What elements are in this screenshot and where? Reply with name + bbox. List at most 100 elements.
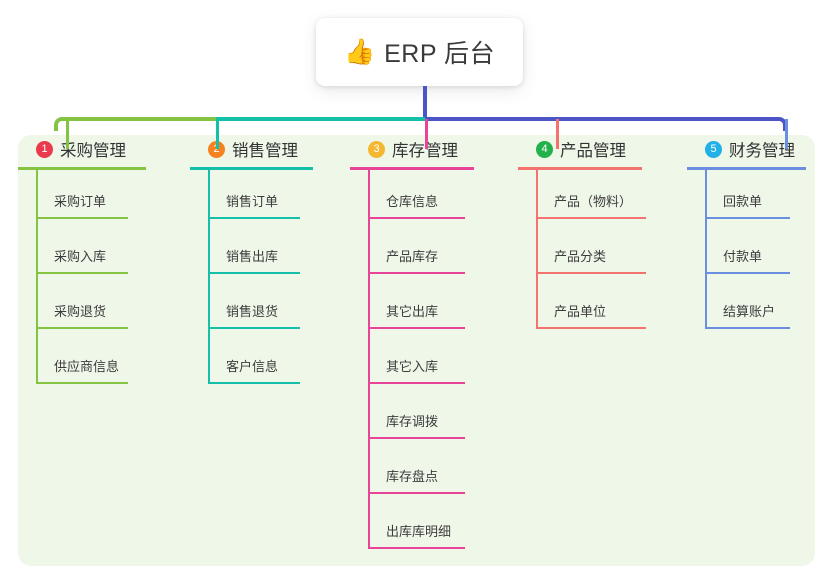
leaf-item[interactable]: 销售订单	[208, 170, 340, 225]
leaf-item-label: 结算账户	[723, 304, 776, 319]
leaf-item-label: 库存调拨	[386, 414, 439, 429]
leaf-item[interactable]: 其它入库	[368, 335, 510, 390]
leaf-item-label: 其它入库	[386, 359, 439, 374]
branch-underline-2	[190, 167, 313, 170]
root-node[interactable]: 👍 ERP 后台	[316, 18, 523, 86]
leaf-item[interactable]: 付款单	[705, 225, 837, 280]
leaf-item-label: 产品单位	[554, 304, 607, 319]
leaf-item-underline	[368, 492, 465, 494]
branch-spine-1	[36, 170, 38, 384]
leaf-item[interactable]: 仓库信息	[368, 170, 510, 225]
branch-title-1: 采购管理	[60, 142, 126, 160]
leaf-item[interactable]: 产品（物料）	[536, 170, 683, 225]
leaf-item[interactable]: 库存调拨	[368, 390, 510, 445]
branch-underline-4	[518, 167, 642, 170]
connector-stub-5	[785, 119, 788, 149]
leaf-item-underline	[36, 327, 128, 329]
connector-stub-1	[66, 119, 69, 149]
connector-bar-segment-1	[66, 117, 216, 121]
leaf-item-underline	[208, 382, 300, 384]
leaf-item-underline	[368, 272, 465, 274]
leaf-item-underline	[36, 382, 128, 384]
connector-bar-segment-3	[425, 117, 777, 121]
branch-underline-1	[18, 167, 146, 170]
leaf-item[interactable]: 产品分类	[536, 225, 683, 280]
thumbs-up-icon: 👍	[343, 37, 376, 66]
leaf-item[interactable]: 库存盘点	[368, 445, 510, 500]
leaf-item-label: 产品库存	[386, 249, 439, 264]
connector-stub-3	[425, 119, 428, 149]
branch-badge-4: 4	[536, 140, 553, 158]
branch-children-3: 仓库信息产品库存其它出库其它入库库存调拨库存盘点出库库明细	[350, 170, 510, 555]
leaf-item-label: 仓库信息	[386, 194, 439, 209]
leaf-item-underline	[208, 272, 300, 274]
branch-header-1[interactable]: 1 采购管理	[18, 135, 178, 163]
leaf-item-label: 库存盘点	[386, 469, 439, 484]
trunk-connector	[423, 86, 427, 121]
leaf-item-label: 供应商信息	[54, 359, 120, 374]
leaf-item-label: 客户信息	[226, 359, 279, 374]
leaf-item[interactable]: 客户信息	[208, 335, 340, 390]
leaf-item-underline	[368, 437, 465, 439]
branch-underline-5	[687, 167, 806, 170]
branch-header-2[interactable]: 2销售管理	[190, 135, 340, 163]
leaf-item-underline	[705, 272, 790, 274]
leaf-item-label: 回款单	[723, 194, 763, 209]
branch-column-4: 4 产品管理产品（物料） 产品分类产品单位	[518, 135, 683, 335]
leaf-item-label: 采购订单	[54, 194, 107, 209]
branch-spine-5	[705, 170, 707, 329]
branch-badge-3: 3	[368, 140, 385, 158]
branch-children-4: 产品（物料） 产品分类产品单位	[518, 170, 683, 335]
connector-stub-4	[556, 119, 559, 149]
leaf-item-label: 产品分类	[554, 249, 607, 264]
connector-elbow-left	[54, 117, 68, 131]
leaf-item-underline	[36, 217, 128, 219]
leaf-item[interactable]: 采购订单	[36, 170, 178, 225]
leaf-item-underline	[368, 217, 465, 219]
branch-badge-1: 1	[36, 140, 53, 158]
leaf-item[interactable]: 结算账户	[705, 280, 837, 335]
leaf-item-label: 销售订单	[226, 194, 279, 209]
connector-stub-2	[216, 119, 219, 149]
branch-spine-3	[368, 170, 370, 549]
leaf-item-underline	[368, 327, 465, 329]
leaf-item-label: 采购入库	[54, 249, 107, 264]
leaf-item-underline	[368, 382, 465, 384]
branch-column-2: 2销售管理销售订单销售出库销售退货客户信息	[190, 135, 340, 390]
leaf-item[interactable]: 回款单	[705, 170, 837, 225]
branch-spine-2	[208, 170, 210, 384]
branch-header-4[interactable]: 4 产品管理	[518, 135, 683, 163]
leaf-item-underline	[208, 217, 300, 219]
branch-title-4: 产品管理	[560, 142, 626, 160]
branch-children-5: 回款单付款单结算账户	[687, 170, 837, 335]
root-node-label: ERP 后台	[384, 40, 496, 68]
leaf-item[interactable]: 产品单位	[536, 280, 683, 335]
leaf-item[interactable]: 其它出库	[368, 280, 510, 335]
leaf-item-underline	[705, 217, 790, 219]
leaf-item[interactable]: 采购入库	[36, 225, 178, 280]
leaf-item-label: 出库库明细	[386, 524, 452, 539]
leaf-item-underline	[368, 547, 465, 549]
leaf-item-underline	[536, 217, 646, 219]
branch-header-3[interactable]: 3 库存管理	[350, 135, 510, 163]
leaf-item-underline	[705, 327, 790, 329]
leaf-item-underline	[536, 327, 646, 329]
branches-panel	[18, 135, 815, 566]
leaf-item[interactable]: 供应商信息	[36, 335, 178, 390]
branch-title-5: 财务管理	[729, 142, 795, 160]
leaf-item[interactable]: 销售出库	[208, 225, 340, 280]
branch-children-2: 销售订单销售出库销售退货客户信息	[190, 170, 340, 390]
leaf-item[interactable]: 产品库存	[368, 225, 510, 280]
leaf-item-underline	[36, 272, 128, 274]
leaf-item-underline	[208, 327, 300, 329]
leaf-item[interactable]: 销售退货	[208, 280, 340, 335]
branch-underline-3	[350, 167, 474, 170]
branch-title-3: 库存管理	[392, 142, 458, 160]
leaf-item[interactable]: 出库库明细	[368, 500, 510, 555]
branch-spine-4	[536, 170, 538, 329]
branch-title-2: 销售管理	[232, 142, 298, 160]
leaf-item[interactable]: 采购退货	[36, 280, 178, 335]
leaf-item-label: 采购退货	[54, 304, 107, 319]
